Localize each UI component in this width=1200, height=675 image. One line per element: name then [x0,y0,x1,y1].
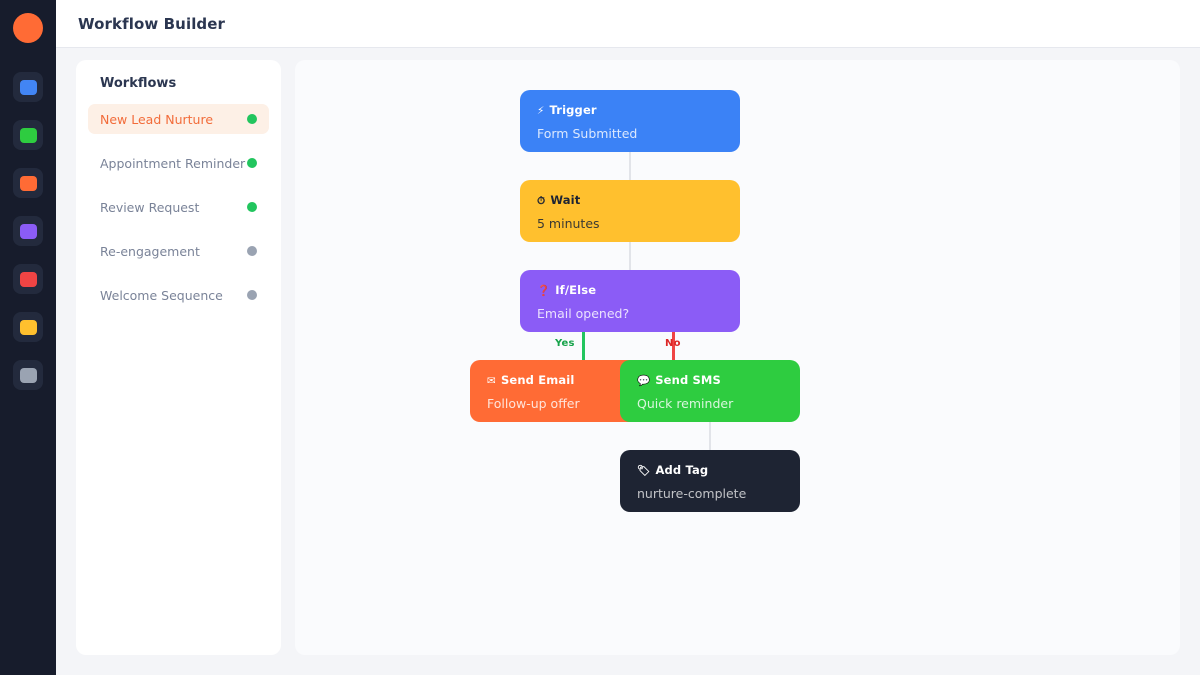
connector-trigger-to-wait [629,152,631,180]
workflow-node-subtitle: Form Submitted [537,126,638,141]
workflow-node-header: 💬 Send SMS [637,373,783,387]
workflow-node-title: Wait [550,193,581,207]
rail-item-contacts[interactable] [13,120,43,150]
workflow-node-subtitle: 5 minutes [537,216,600,231]
workflow-list-heading: Workflows [100,76,177,91]
workflow-list-item[interactable]: Welcome Sequence [88,280,269,310]
workflow-list-item[interactable]: Review Request [88,192,269,222]
workflow-list-item[interactable]: Re-engagement [88,236,269,266]
workflow-node-add-tag[interactable]: 🏷 Add Tag nurture-complete [620,450,800,512]
workflow-node-title: Add Tag [655,463,709,477]
connector-wait-to-if-else [629,242,631,270]
square-icon [19,319,37,335]
branch-label-no: No [665,338,681,349]
workflow-node-title: Trigger [549,103,597,117]
branch-label-yes: Yes [555,338,575,349]
connector-send-sms-to-add-tag [709,422,711,450]
page-title: Workflow Builder [78,14,226,33]
workflow-list-item-label: Review Request [100,199,200,215]
workflow-node-header: ⚡ Trigger [537,103,723,117]
rail-item-calendar[interactable] [13,312,43,342]
workflow-node-header: ⏱ Wait [537,193,723,207]
status-dot-inactive [247,290,257,300]
connector-if-else-no-branch [672,332,675,360]
chat-icon: 💬 [637,375,651,387]
workflow-node-header: ❓ If/Else [537,283,723,297]
square-icon [19,223,37,239]
rail-item-settings[interactable] [13,360,43,390]
clock-icon: ⏱ [537,195,546,207]
workflow-list-item-label: Appointment Reminder [100,155,246,171]
workflow-node-title: If/Else [555,283,597,297]
workflow-node-title: Send SMS [655,373,721,387]
workflow-node-subtitle: Follow-up offer [487,396,580,411]
workflow-node-header: ✉ Send Email [487,373,673,387]
rail-item-dashboard[interactable] [13,72,43,102]
square-icon [19,271,37,287]
rail-item-reports[interactable] [13,264,43,294]
workflow-node-wait[interactable]: ⏱ Wait 5 minutes [520,180,740,242]
workflow-list-item-label: New Lead Nurture [100,111,214,127]
workflow-list-item[interactable]: Appointment Reminder [88,148,269,178]
app-logo-icon[interactable] [13,13,43,43]
workflow-list-item-label: Re-engagement [100,243,200,259]
square-icon [19,127,37,143]
rail-item-workflows[interactable] [13,168,43,198]
connector-if-else-yes-branch [582,332,585,360]
rail-item-campaigns[interactable] [13,216,43,246]
workflow-node-header: 🏷 Add Tag [637,463,783,477]
workflow-list-item-label: Welcome Sequence [100,287,223,303]
workflow-list-item[interactable]: New Lead Nurture [88,104,269,134]
envelope-icon: ✉ [487,375,496,387]
workflow-node-subtitle: Email opened? [537,306,630,321]
square-icon [19,367,37,383]
workflow-node-subtitle: nurture-complete [637,486,747,501]
status-dot-active [247,202,257,212]
square-icon [19,79,37,95]
rail-item-list [13,72,43,390]
status-dot-active [247,114,257,124]
app-header: Workflow Builder [56,0,1200,48]
status-dot-active [247,158,257,168]
lightning-bolt-icon: ⚡ [537,105,545,117]
workflow-node-send-sms[interactable]: 💬 Send SMS Quick reminder [620,360,800,422]
tag-icon: 🏷 [637,465,651,477]
workflow-node-title: Send Email [500,373,575,387]
workflow-node-subtitle: Quick reminder [637,396,734,411]
square-icon [19,175,37,191]
branch-icon: ❓ [537,285,551,297]
status-dot-inactive [247,246,257,256]
left-icon-rail [0,0,56,675]
